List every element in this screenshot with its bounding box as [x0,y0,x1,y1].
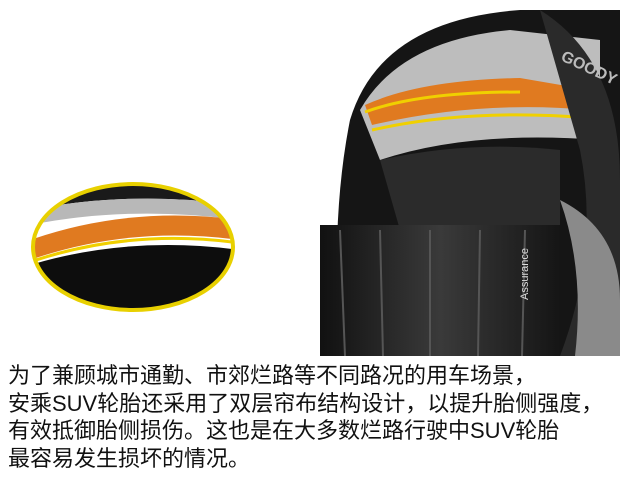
tread-logo: Assurance [519,248,531,300]
tire-cutaway: Assurance GOODY [320,10,620,356]
caption-line: 有效抵御胎侧损伤。这也是在大多数烂路行驶中SUV轮胎 [8,418,560,443]
caption-line: 安乘SUV轮胎还采用了双层帘布结构设计，以提升胎侧强度， [8,390,604,416]
caption-line: 为了兼顾城市通勤、市郊烂路等不同路况的用车场景， [8,363,537,388]
inset-closeup [31,182,235,312]
caption-line: 最容易发生损坏的情况。 [8,445,251,471]
caption-text: 为了兼顾城市通勤、市郊烂路等不同路况的用车场景， 安乘SUV轮胎还采用了双层帘布… [8,362,620,472]
tire-cutaway-illustration: Assurance GOODY [31,10,620,356]
